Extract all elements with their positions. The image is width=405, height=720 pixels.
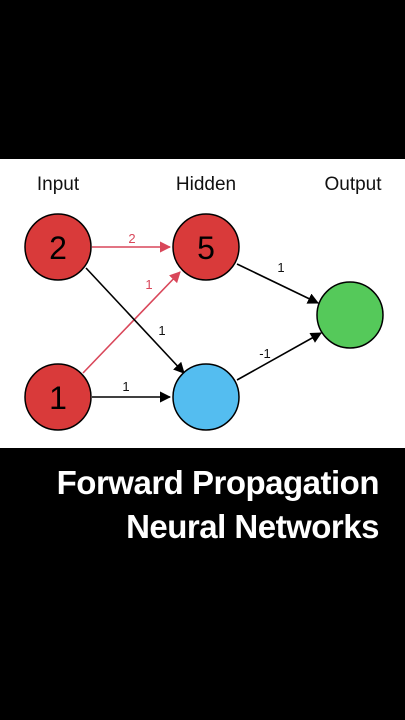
input-node-top — [24, 213, 92, 281]
neural-network-diagram: Input Hidden Output 2 1 1 1 1 -1 2 1 5 — [24, 174, 384, 431]
edge-input-top-to-hidden-bottom — [85, 267, 185, 374]
hidden-node-bottom — [172, 363, 240, 431]
edge-input-bottom-to-hidden-top — [82, 271, 181, 374]
diagram-panel: Input Hidden Output 2 1 1 1 1 -1 2 1 5 — [0, 159, 405, 448]
hidden-node-top — [172, 213, 240, 281]
input-node-top-value: 2 — [49, 230, 67, 266]
weight-label-hid-top-out: 1 — [277, 260, 284, 275]
edge-hidden-top-to-output — [236, 263, 320, 304]
weight-label-hid-bottom-out: -1 — [259, 346, 271, 361]
layer-label-input: Input — [37, 174, 80, 195]
layer-label-hidden: Hidden — [176, 174, 236, 195]
weight-label-in-top-hid-bottom: 1 — [158, 323, 165, 338]
weight-label-in-bottom-hid-top: 1 — [145, 277, 152, 292]
caption-subtitle: Neural Networks — [126, 508, 379, 545]
input-node-bottom-value: 1 — [49, 380, 67, 416]
hidden-node-top-value: 5 — [197, 230, 215, 266]
weight-label-in-top-hid-top: 2 — [128, 231, 135, 246]
input-node-bottom — [24, 363, 92, 431]
caption-title: Forward Propagation — [56, 464, 380, 501]
output-node — [316, 281, 384, 349]
weight-label-in-bottom-hid-bottom: 1 — [122, 379, 129, 394]
edge-hidden-bottom-to-output — [236, 332, 322, 381]
layer-label-output: Output — [324, 174, 382, 195]
